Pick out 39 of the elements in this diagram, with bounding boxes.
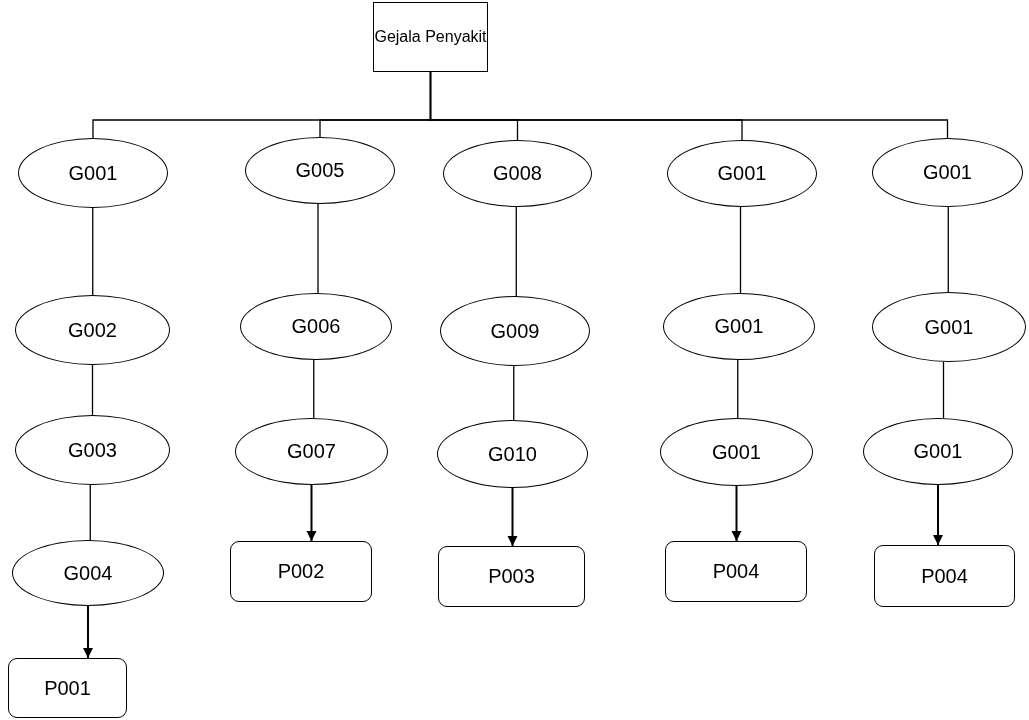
symptom-ellipse: G006	[240, 293, 392, 360]
arrow	[933, 484, 943, 546]
disease-box: P004	[874, 545, 1015, 607]
symptom-ellipse: G007	[235, 418, 388, 485]
arrow	[507, 487, 518, 547]
connector-line	[92, 207, 94, 296]
symptom-ellipse: G001	[667, 140, 817, 207]
connector-line	[313, 359, 315, 419]
arrow	[306, 484, 317, 542]
root-box: Gejala Penyakit	[373, 2, 488, 72]
connector-line	[429, 71, 949, 139]
symptom-ellipse: G001	[660, 418, 813, 486]
arrow	[731, 485, 742, 542]
connector-line	[739, 206, 742, 294]
symptom-ellipse: G001	[872, 292, 1026, 362]
disease-box: P003	[438, 546, 585, 607]
disease-box: P002	[230, 541, 372, 602]
connector-line	[317, 203, 319, 294]
symptom-ellipse: G010	[437, 420, 588, 488]
symptom-ellipse: G008	[443, 140, 592, 207]
symptom-ellipse: G002	[15, 295, 170, 365]
disease-box: P004	[665, 541, 807, 602]
connector-line	[947, 206, 949, 293]
symptom-ellipse: G001	[663, 293, 815, 360]
symptom-ellipse: G005	[245, 137, 395, 204]
symptom-ellipse: G001	[863, 418, 1013, 485]
connector-line	[515, 206, 517, 297]
symptom-ellipse: G001	[18, 138, 168, 208]
symptom-ellipse: G003	[15, 415, 170, 485]
symptom-ellipse: G004	[12, 540, 164, 606]
symptom-ellipse: G009	[440, 296, 590, 366]
disease-box: P001	[8, 658, 127, 718]
connector-line	[737, 359, 739, 419]
connector-line	[89, 484, 91, 541]
arrow	[83, 605, 93, 659]
connector-line	[942, 361, 945, 419]
connector-line	[513, 365, 515, 421]
connector-line	[91, 364, 94, 416]
symptom-ellipse: G001	[872, 138, 1023, 207]
